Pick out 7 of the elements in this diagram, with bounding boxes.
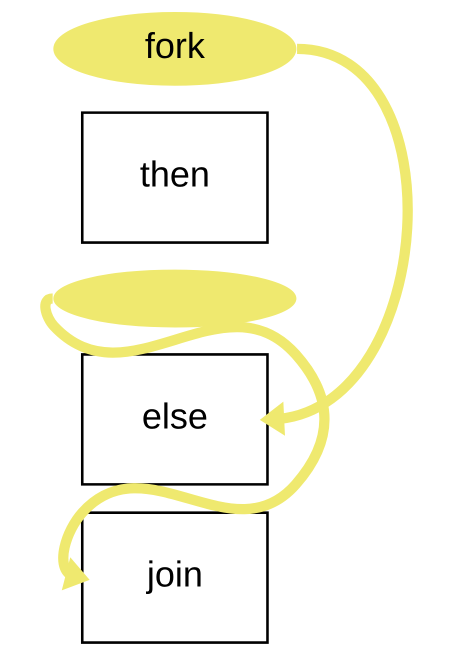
- node-ellipse: [52, 270, 296, 328]
- node-ellipse: fork: [52, 12, 296, 86]
- node-box: then: [80, 111, 268, 244]
- arrow: [259, 44, 412, 436]
- node-box: else: [80, 353, 268, 486]
- node-box: join: [80, 511, 268, 644]
- arrow: [40, 294, 329, 590]
